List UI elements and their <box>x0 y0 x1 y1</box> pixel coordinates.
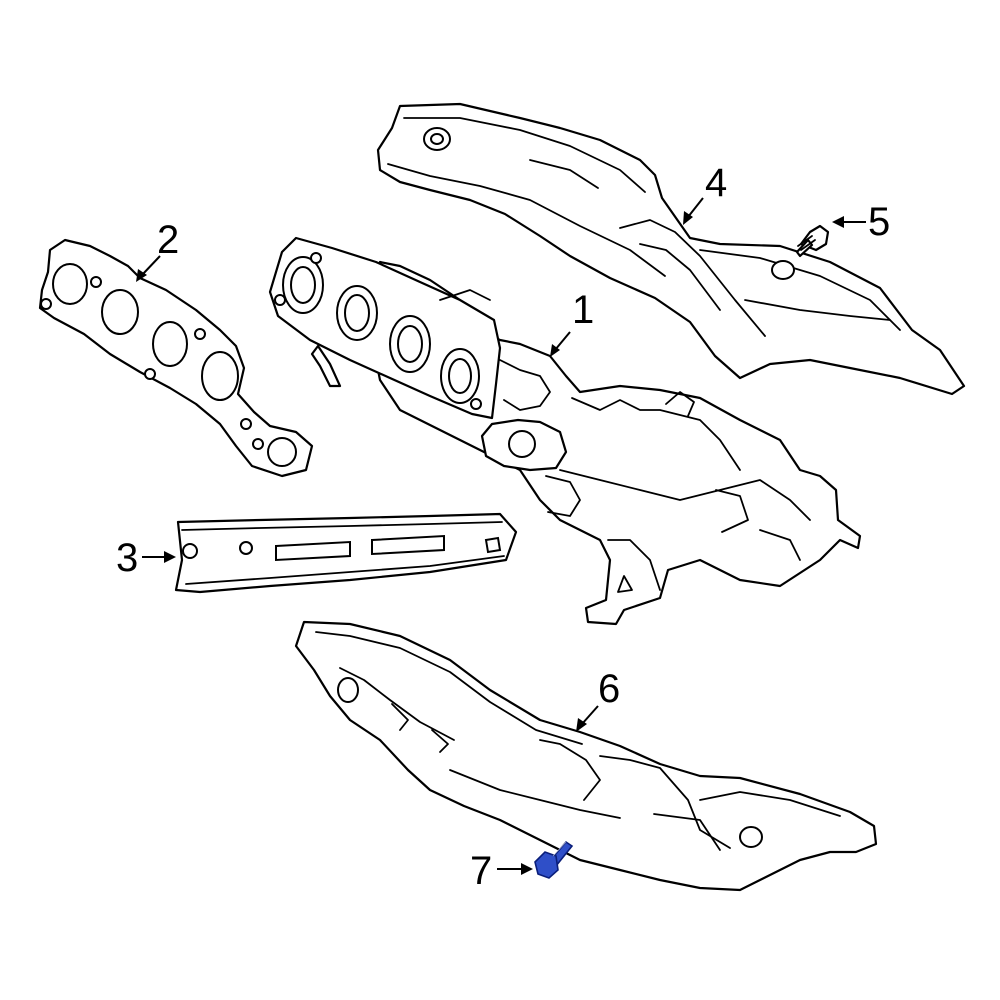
callout-arrowhead-1 <box>550 344 560 357</box>
callout-arrowhead-2 <box>136 269 147 282</box>
exhaust-manifold <box>268 236 862 626</box>
callout-4: 4 <box>683 161 727 225</box>
callout-arrowhead-7 <box>521 863 533 875</box>
callout-label-1: 1 <box>572 288 594 332</box>
bolt-upper <box>795 224 830 258</box>
callout-arrowhead-5 <box>832 216 844 228</box>
callout-label-4: 4 <box>705 161 727 205</box>
manifold-bracket <box>174 512 518 594</box>
callout-label-2: 2 <box>157 218 179 262</box>
callout-leader-2 <box>141 255 161 276</box>
callout-5: 5 <box>832 200 890 244</box>
callout-arrowhead-4 <box>683 211 693 225</box>
callout-label-7: 7 <box>470 849 492 893</box>
callout-arrowhead-6 <box>576 718 587 732</box>
callout-6: 6 <box>576 667 620 732</box>
bolt-lower-highlighted <box>534 840 574 879</box>
callout-1: 1 <box>550 288 594 357</box>
callout-leader-1 <box>554 331 571 351</box>
callout-7: 7 <box>470 849 533 893</box>
callout-arrowhead-3 <box>164 551 176 563</box>
callout-label-6: 6 <box>598 667 620 711</box>
upper-heat-shield <box>376 102 966 396</box>
callout-leader-4 <box>687 197 704 218</box>
manifold-gasket <box>38 238 314 478</box>
callout-leader-6 <box>581 705 599 725</box>
callout-2: 2 <box>136 218 179 282</box>
lower-heat-shield <box>294 620 878 892</box>
callout-label-3: 3 <box>116 536 138 580</box>
callout-label-5: 5 <box>868 200 890 244</box>
callout-3: 3 <box>116 536 176 580</box>
